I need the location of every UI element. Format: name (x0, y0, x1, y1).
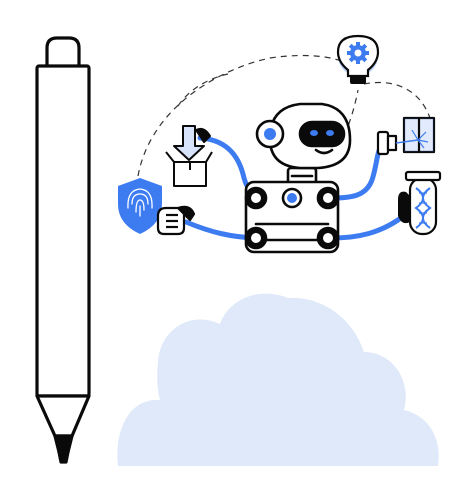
dashed-connections (137, 54, 431, 177)
robot-icon (244, 102, 352, 254)
download-box-icon (165, 125, 213, 187)
lightbulb-gear-icon (336, 34, 380, 84)
cloud-icon (117, 293, 439, 466)
hand-icon (156, 205, 196, 236)
laser-beam-icon (376, 116, 436, 156)
shield-fingerprint-icon (118, 178, 162, 234)
dna-test-tube-icon (398, 170, 442, 236)
pen-icon (35, 36, 91, 464)
